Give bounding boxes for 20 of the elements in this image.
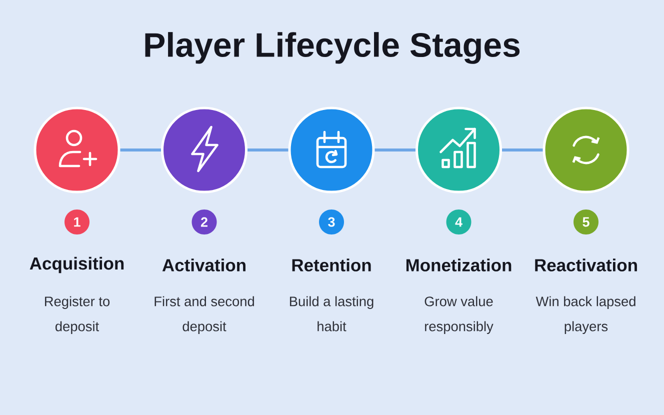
connector-line bbox=[120, 148, 161, 152]
stage-description: Build a lasting habit bbox=[290, 296, 374, 332]
stage-heading: Activation bbox=[162, 258, 246, 272]
connector-line bbox=[502, 148, 543, 152]
stage-description: Grow value responsibly bbox=[424, 296, 494, 334]
connector-line bbox=[248, 148, 288, 152]
stage-description: First and second deposit bbox=[154, 296, 254, 334]
number-badge: 4 bbox=[446, 210, 472, 234]
stage-description: Win back lapsed players bbox=[536, 296, 636, 334]
stage-heading: Monetization bbox=[406, 258, 512, 272]
number-badge: 2 bbox=[192, 210, 217, 234]
number-badge: 3 bbox=[319, 210, 344, 234]
stage-heading: Acquisition bbox=[30, 256, 124, 274]
number-badge: 5 bbox=[574, 210, 598, 234]
stage-heading: Retention bbox=[292, 258, 371, 272]
title: Player Lifecycle Stages bbox=[145, 32, 520, 64]
stage-description: Register to deposit bbox=[45, 296, 110, 334]
connector-line bbox=[374, 148, 416, 152]
number-badge: 1 bbox=[64, 210, 90, 234]
stage-heading: Reactivation bbox=[535, 258, 637, 272]
